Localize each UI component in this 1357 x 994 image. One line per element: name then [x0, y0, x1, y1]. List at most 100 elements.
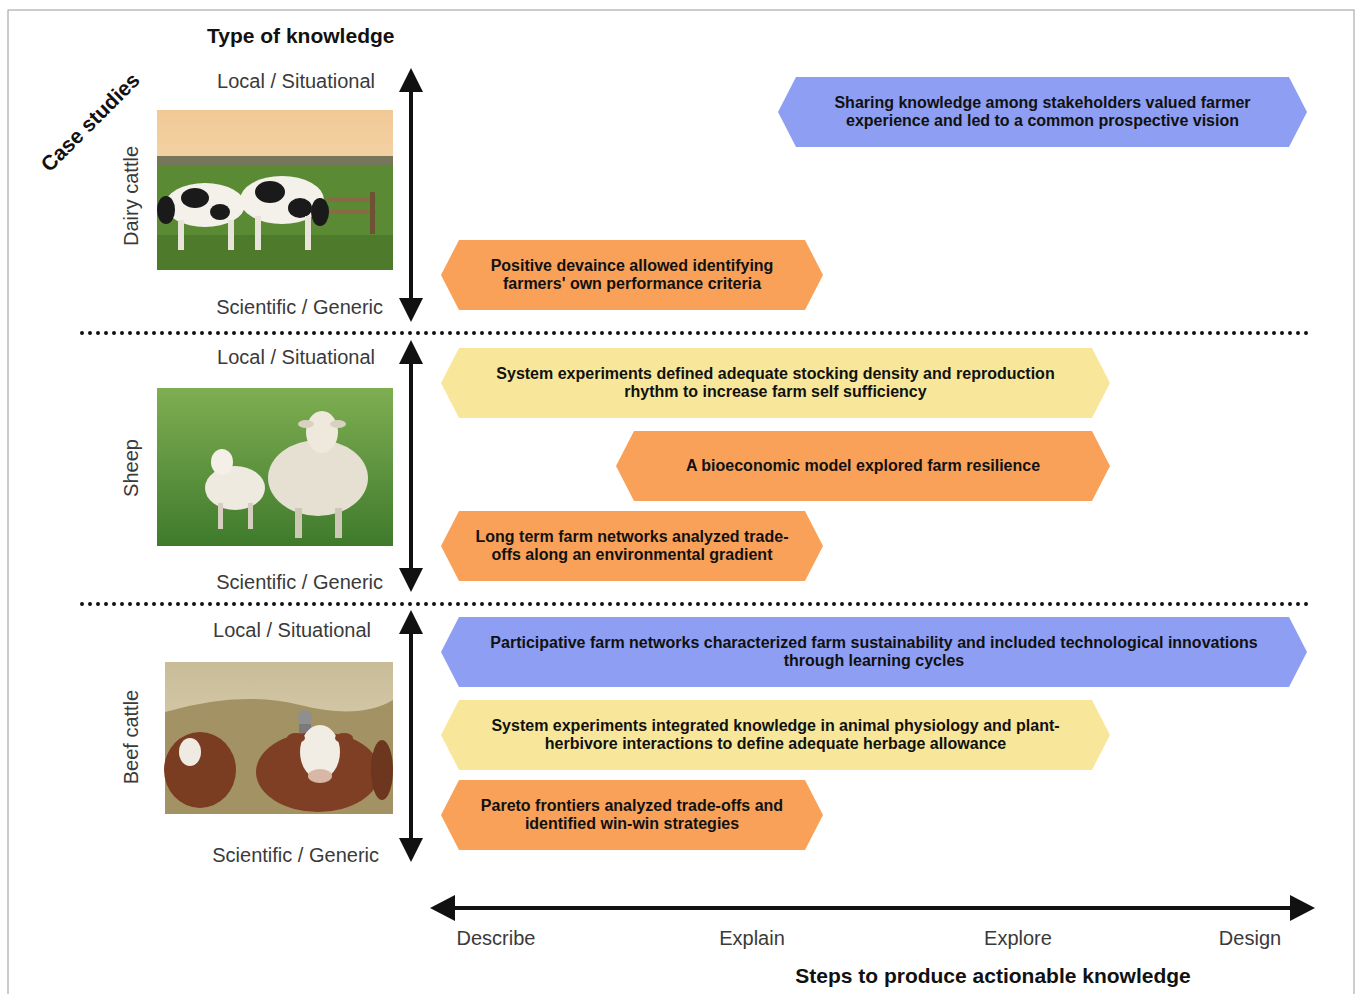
- sheep-photo-part: [298, 420, 314, 428]
- case-name: Dairy cattle: [119, 146, 143, 246]
- step-label: Explain: [719, 926, 785, 950]
- knowledge-axis-part: [399, 838, 423, 862]
- dairy-photo-part: [240, 176, 324, 224]
- dairy-photo-part: [157, 110, 393, 270]
- axis-end-label: Scientific / Generic: [216, 570, 383, 594]
- beef-photo-part: [287, 733, 305, 743]
- sheep-photo-part: [205, 466, 265, 510]
- dairy-photo-part: [181, 188, 209, 208]
- knowledge-axis-part: [399, 68, 423, 92]
- band-text-wrap: Long term farm networks analyzed trade-o…: [441, 528, 823, 563]
- dairy-photo-part: [157, 156, 393, 166]
- step-band: Long term farm networks analyzed trade-o…: [441, 511, 823, 581]
- dairy-photo-part: [288, 198, 312, 218]
- step-label: Explore: [984, 926, 1052, 950]
- sheep-photo-part: [157, 388, 393, 546]
- dairy-photo-part: [305, 216, 311, 250]
- beef-photo-part: [165, 699, 393, 814]
- band-text-wrap: Pareto frontiers analyzed trade-offs and…: [441, 797, 823, 832]
- band-text: Pareto frontiers analyzed trade-offs and…: [471, 797, 793, 832]
- row-separator: [82, 333, 1310, 604]
- beef-photo-part: [164, 732, 236, 808]
- sheep-photo-part: [211, 449, 233, 475]
- steps-axis: [430, 895, 1315, 921]
- band-text: Positive devaince allowed identifying fa…: [471, 257, 793, 292]
- case-name: Beef cattle: [119, 690, 143, 785]
- dairy-photo-part: [210, 204, 230, 220]
- axis-title: Type of knowledge: [207, 23, 394, 48]
- band-text-wrap: Sharing knowledge among stakeholders val…: [778, 94, 1307, 129]
- beef-photo-part: [165, 662, 393, 814]
- band-text-wrap: Participative farm networks characterize…: [441, 634, 1307, 669]
- beef-photo-part: [179, 738, 201, 766]
- step-band: A bioeconomic model explored farm resili…: [616, 431, 1110, 501]
- steps-axis-part: [1290, 895, 1315, 921]
- band-text: A bioeconomic model explored farm resili…: [646, 457, 1080, 475]
- dairy-photo-part: [255, 181, 285, 203]
- band-shape: [778, 77, 1307, 147]
- sheep-photo-part: [295, 508, 302, 538]
- frame-border: [8, 10, 1354, 994]
- sheep-photo-part: [330, 420, 346, 428]
- band-shape: [616, 431, 1110, 501]
- knowledge-axis-part: [399, 610, 423, 634]
- axis-end-label: Local / Situational: [213, 618, 371, 642]
- band-text: Participative farm networks characterize…: [471, 634, 1277, 669]
- row-separator-part: [82, 331, 1310, 335]
- band-shape: [441, 617, 1307, 687]
- sheep-photo-part: [306, 411, 338, 453]
- band-shape: [441, 780, 823, 850]
- sheep-photo-part: [218, 503, 223, 529]
- beef-photo-part: [335, 733, 353, 743]
- axis-end-label: Scientific / Generic: [212, 843, 379, 867]
- step-band: Sharing knowledge among stakeholders val…: [778, 77, 1307, 147]
- axis-title: Steps to produce actionable knowledge: [795, 963, 1191, 988]
- dairy-photo-part: [370, 192, 375, 234]
- band-shape: [441, 348, 1110, 418]
- band-text-wrap: System experiments integrated knowledge …: [441, 717, 1110, 752]
- row-separator-part: [82, 602, 1310, 606]
- knowledge-axis-part: [409, 358, 413, 574]
- step-label: Design: [1219, 926, 1281, 950]
- dairy-photo-part: [157, 165, 393, 270]
- band-text-wrap: A bioeconomic model explored farm resili…: [616, 457, 1110, 475]
- dairy-photo-part: [328, 198, 376, 202]
- knowledge-axis: [399, 68, 423, 862]
- step-band: Pareto frontiers analyzed trade-offs and…: [441, 780, 823, 850]
- case-name: Sheep: [119, 439, 143, 497]
- steps-axis-part: [430, 895, 455, 921]
- dairy-photo-part: [157, 235, 393, 270]
- band-text: Long term farm networks analyzed trade-o…: [471, 528, 793, 563]
- band-text-wrap: Positive devaince allowed identifying fa…: [441, 257, 823, 292]
- knowledge-axis-part: [399, 298, 423, 322]
- step-band: Participative farm networks characterize…: [441, 617, 1307, 687]
- dairy-photo: [157, 110, 393, 270]
- band-text: System experiments defined adequate stoc…: [471, 365, 1080, 400]
- beef-photo-part: [308, 769, 332, 783]
- dairy-photo-part: [228, 220, 234, 250]
- sheep-photo-part: [335, 508, 342, 538]
- beef-photo: [164, 662, 393, 814]
- step-label: Describe: [457, 926, 536, 950]
- band-shape: [441, 511, 823, 581]
- axis-end-label: Scientific / Generic: [216, 295, 383, 319]
- steps-axis-part: [450, 906, 1295, 910]
- sheep-photo: [157, 388, 393, 546]
- band-text: Sharing knowledge among stakeholders val…: [808, 94, 1277, 129]
- axis-end-label: Local / Situational: [217, 345, 375, 369]
- band-text: System experiments integrated knowledge …: [471, 717, 1080, 752]
- knowledge-axis-part: [409, 88, 413, 302]
- knowledge-axis-part: [409, 628, 413, 844]
- sheep-photo-part: [248, 503, 253, 529]
- knowledge-axis-part: [399, 568, 423, 592]
- band-shape: [441, 240, 823, 310]
- dairy-photo-part: [255, 216, 261, 250]
- dairy-photo-part: [328, 210, 376, 214]
- step-band: System experiments integrated knowledge …: [441, 700, 1110, 770]
- dairy-photo-part: [178, 220, 184, 250]
- dairy-photo-part: [311, 198, 329, 226]
- dairy-photo-part: [157, 196, 175, 224]
